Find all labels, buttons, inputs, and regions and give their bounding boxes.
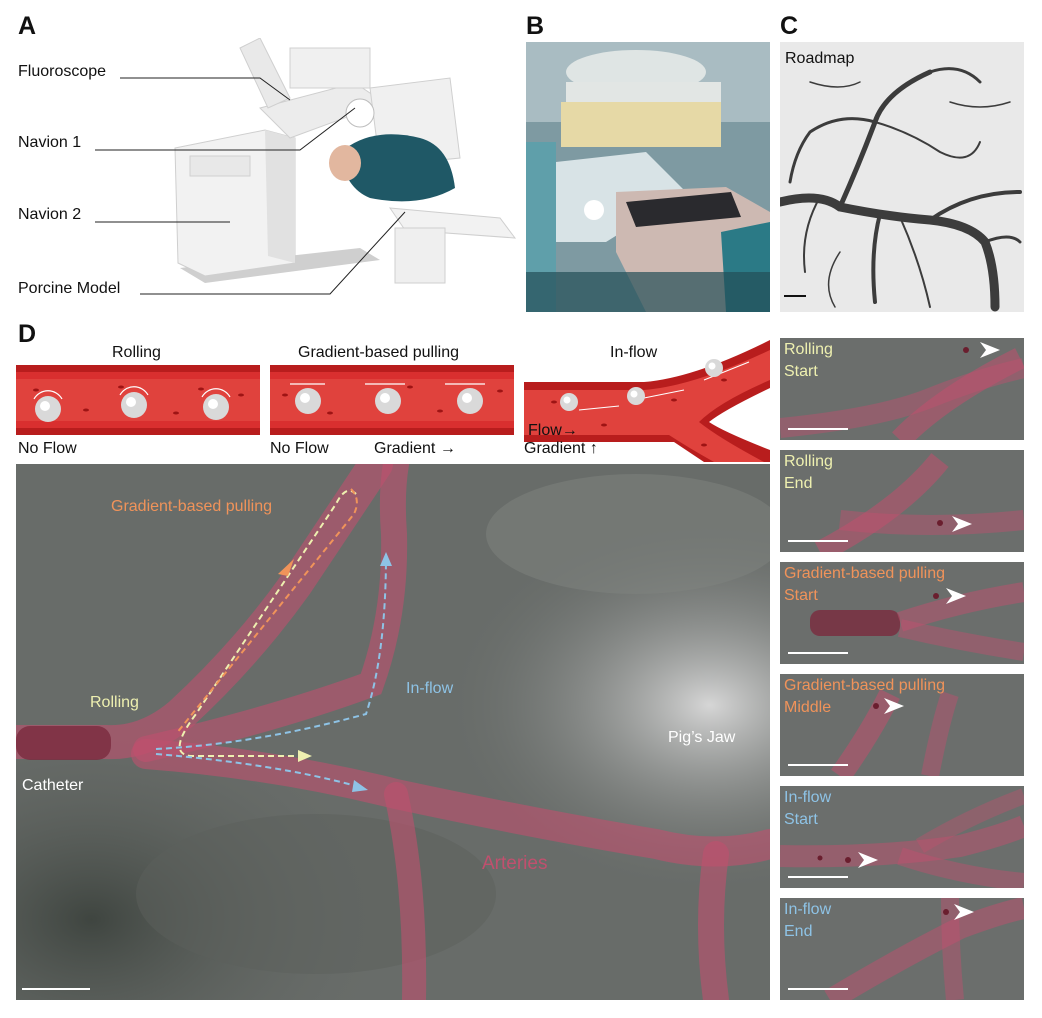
thumbnail-label-line2: End — [784, 923, 813, 940]
schematic-vessel-in-flow — [524, 340, 770, 462]
label-navion-2: Navion 2 — [18, 206, 82, 223]
label-roadmap: Roadmap — [785, 50, 855, 67]
schematic-vessel-gradient-pulling — [270, 365, 514, 435]
schematic-vessel-rolling — [16, 365, 260, 435]
panel-letter-d: D — [18, 320, 37, 348]
thumbnail-label-line2: Middle — [784, 699, 832, 716]
label-rolling: Rolling — [90, 694, 139, 711]
panel-letter-b: B — [526, 12, 545, 40]
schematic-pulling-gradient: Gradient → — [374, 440, 456, 457]
panel-b-photo — [526, 42, 770, 312]
thumbnail-label-line2: Start — [784, 363, 818, 380]
thumbnail-label-line1: Gradient-based pulling — [784, 677, 945, 694]
label-porcine-model: Porcine Model — [18, 280, 121, 297]
label-catheter: Catheter — [22, 777, 84, 794]
thumbnail-label-line1: In-flow — [784, 901, 832, 918]
thumbnail-gradient-middle: Gradient-based pulling Middle — [780, 674, 1024, 776]
thumbnail-label-line1: Rolling — [784, 453, 833, 470]
label-navion-1: Navion 1 — [18, 134, 82, 151]
schematic-in-flow-flow: Flow→ — [528, 422, 578, 439]
label-arteries: Arteries — [482, 853, 548, 874]
panel-letter-a: A — [18, 12, 37, 40]
schematic-title-rolling: Rolling — [112, 344, 161, 361]
label-gradient-pulling: Gradient-based pulling — [111, 498, 272, 515]
thumbnail-label-line1: Rolling — [784, 341, 833, 358]
thumbnail-label-line1: Gradient-based pulling — [784, 565, 945, 582]
schematic-pulling-flow: No Flow — [270, 440, 329, 457]
schematic-in-flow-gradient: Gradient ↑ — [524, 440, 598, 457]
thumbnail-label-line2: End — [784, 475, 813, 492]
label-fluoroscope: Fluoroscope — [18, 63, 107, 80]
panel-letter-c: C — [780, 12, 799, 40]
thumbnail-rolling-end: Rolling End — [780, 450, 1024, 552]
thumbnail-in-flow-end: In-flow End — [780, 898, 1024, 1000]
panel-a-leader-lines — [95, 77, 406, 295]
thumbnail-rolling-start: Rolling Start — [780, 338, 1024, 440]
schematic-rolling-flow: No Flow — [18, 440, 77, 457]
thumbnail-in-flow-start: In-flow Start — [780, 786, 1024, 888]
schematic-title-gradient-pulling: Gradient-based pulling — [298, 344, 459, 361]
schematic-title-in-flow: In-flow — [610, 344, 658, 361]
panel-c-roadmap-angiogram — [780, 42, 1024, 312]
thumbnail-label-line2: Start — [784, 811, 818, 828]
main-fluoroscopy-image — [16, 464, 770, 1000]
label-in-flow: In-flow — [406, 680, 454, 697]
label-pigs-jaw: Pig’s Jaw — [668, 729, 736, 746]
thumbnail-label-line1: In-flow — [784, 789, 832, 806]
catheter-tip — [16, 726, 111, 760]
thumbnail-gradient-start: Gradient-based pulling Start — [780, 562, 1024, 664]
thumbnail-label-line2: Start — [784, 587, 818, 604]
